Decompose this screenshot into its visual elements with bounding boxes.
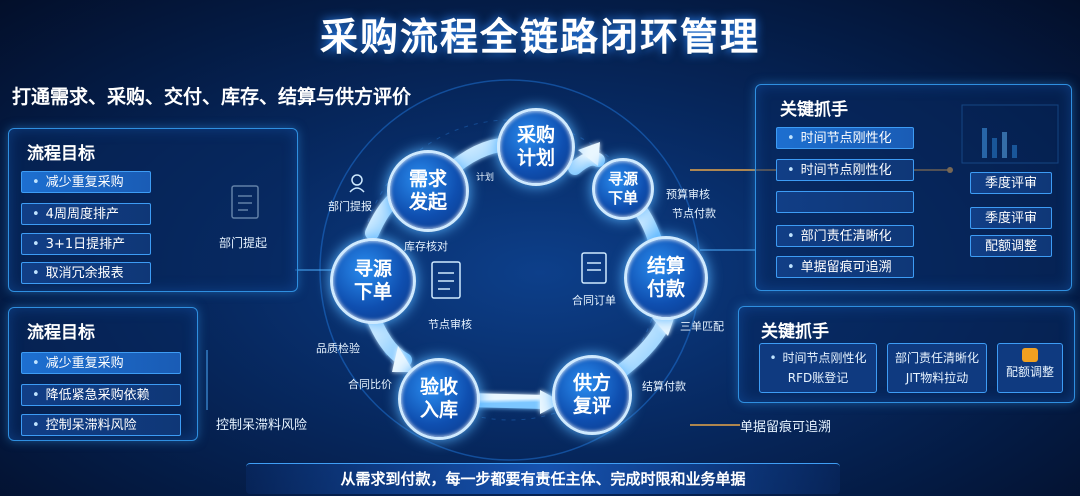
label-three-match: 三单匹配 <box>680 320 724 333</box>
left-bottom-goal-panel: 流程目标 减少重复采购 降低紧急采购依赖 控制呆滞料风险 <box>8 307 198 441</box>
label-contract-compare: 合同比价 <box>348 378 392 391</box>
node-accept-warehouse: 验收 入库 <box>398 358 480 440</box>
page-subtitle: 打通需求、采购、交付、库存、结算与供方评价 <box>12 86 412 108</box>
right-bottom-key-panel: 关键抓手 时间节点刚性化 RFD账登记 部门责任清晰化 JIT物料拉动 配额调整 <box>738 306 1075 403</box>
bottom-banner: 从需求到付款，每一步都要有责任主体、完成时限和业务单据 <box>246 463 840 494</box>
key-item-2: 时间节点刚性化 <box>776 159 914 181</box>
label-node-review: 节点审核 <box>428 318 472 331</box>
label-contract-order: 合同订单 <box>572 294 616 307</box>
node-supplier-review: 供方 复评 <box>552 355 632 435</box>
key-card-3-line2: 配额调整 <box>1005 365 1054 379</box>
left-top-panel-title: 流程目标 <box>27 144 95 164</box>
node-settle-payment: 结算 付款 <box>624 236 708 320</box>
dept-request-doc-label: 部门提起 <box>219 236 268 250</box>
label-node-payment: 节点付款 <box>672 207 716 220</box>
key-card-3: 配额调整 <box>997 343 1063 393</box>
goal-item-reduce-duplicate: 减少重复采购 <box>21 352 181 374</box>
key-card-1-line1: 时间节点刚性化 <box>760 348 876 368</box>
traceable-docs-label: 单据留痕可追溯 <box>740 420 832 435</box>
side-item-quota-adjust: 配额调整 <box>970 235 1052 257</box>
right-top-key-panel: 关键抓手 时间节点刚性化 时间节点刚性化 部门责任清晰化 单据留痕可追溯 季度评… <box>755 84 1072 291</box>
right-bottom-panel-title: 关键抓手 <box>761 322 829 342</box>
goal-item-1: 减少重复采购 <box>21 171 151 193</box>
label-inventory-check: 库存核对 <box>404 240 448 253</box>
key-item-1: 时间节点刚性化 <box>776 127 914 149</box>
label-prepay-review: 预算审核 <box>666 188 710 201</box>
label-dept-request: 部门提报 <box>328 200 372 213</box>
side-item-quarterly-review-2: 季度评审 <box>970 207 1052 229</box>
goal-item-2: 4周周度排产 <box>21 203 151 225</box>
goal-item-3: 3+1日提排产 <box>21 233 151 255</box>
control-risk-label: 控制呆滞料风险 <box>216 418 308 433</box>
left-bottom-panel-title: 流程目标 <box>27 323 95 343</box>
key-card-1-line2: RFD账登记 <box>787 371 849 385</box>
right-top-panel-title: 关键抓手 <box>780 100 848 120</box>
key-item-5: 单据留痕可追溯 <box>776 256 914 278</box>
node-purchase-plan: 采购 计划 <box>497 108 575 186</box>
left-top-goal-panel: 流程目标 减少重复采购 4周周度排产 3+1日提排产 取消冗余报表 部门提起 <box>8 128 298 292</box>
label-quality-check: 品质检验 <box>316 342 360 355</box>
page-title: 采购流程全链路闭环管理 <box>319 15 760 59</box>
key-item-4: 部门责任清晰化 <box>776 225 914 247</box>
goal-item-reduce-urgent: 降低紧急采购依赖 <box>21 384 181 406</box>
side-item-quarterly-review-1: 季度评审 <box>970 172 1052 194</box>
key-card-2-line1: 部门责任清晰化 <box>894 351 979 365</box>
node-source-order-left: 寻源 下单 <box>330 238 416 324</box>
label-top-plan: 计划 <box>476 173 495 183</box>
label-settle-payment: 结算付款 <box>642 380 686 393</box>
database-icon <box>1022 348 1038 362</box>
node-source-order-right: 寻源 下单 <box>592 158 654 220</box>
key-card-2: 部门责任清晰化 JIT物料拉动 <box>887 343 987 393</box>
key-item-3 <box>776 191 914 213</box>
node-demand-initiate: 需求 发起 <box>387 150 469 232</box>
goal-item-4: 取消冗余报表 <box>21 262 151 284</box>
goal-item-control-risk: 控制呆滞料风险 <box>21 414 181 436</box>
key-card-2-line2: JIT物料拉动 <box>905 371 969 385</box>
key-card-1: 时间节点刚性化 RFD账登记 <box>759 343 877 393</box>
